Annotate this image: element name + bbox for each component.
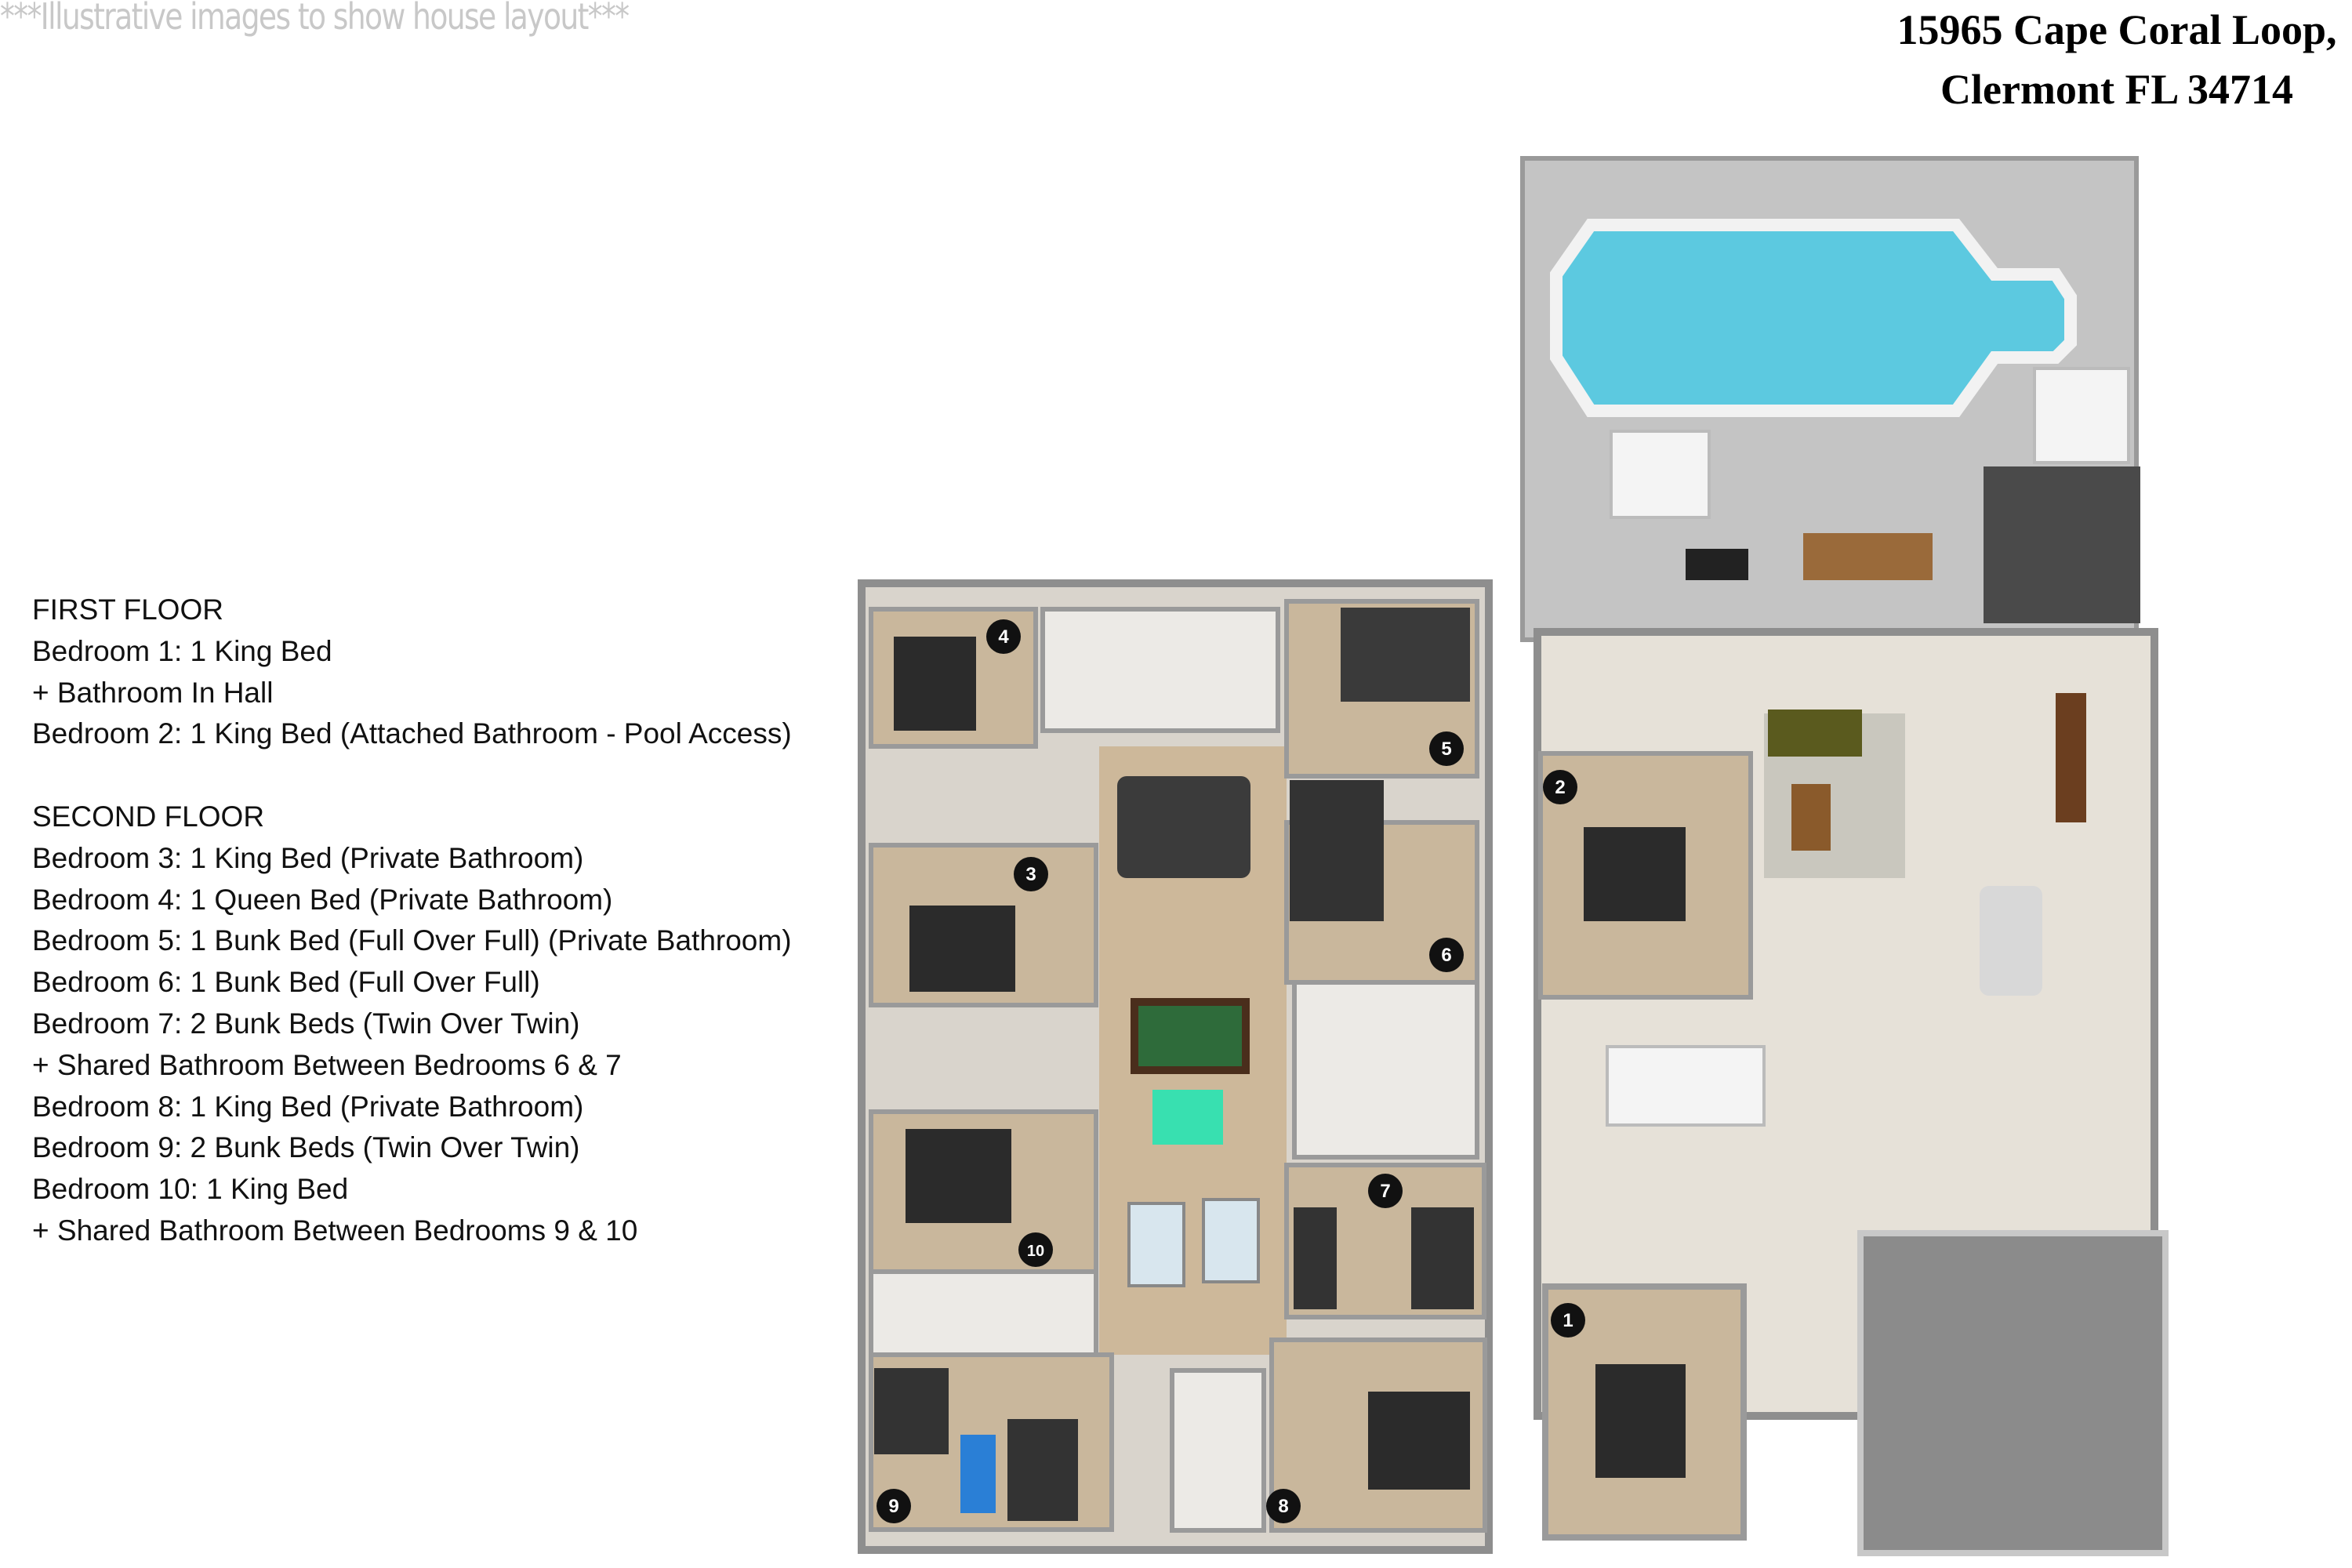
- bunk-bed: [874, 1368, 949, 1454]
- first-floor-plan: [1520, 156, 2174, 1556]
- air-hockey-table: [1202, 1198, 1260, 1283]
- bathroom-9-10: [869, 1269, 1098, 1358]
- svg-text:6: 6: [1441, 945, 1451, 966]
- bed: [1584, 827, 1686, 921]
- svg-text:4: 4: [998, 626, 1009, 648]
- legend-line: Bedroom 5: 1 Bunk Bed (Full Over Full) (…: [32, 924, 792, 957]
- svg-text:8: 8: [1278, 1496, 1288, 1517]
- svg-text:5: 5: [1441, 739, 1451, 760]
- marker-bedroom-9: 9: [877, 1489, 911, 1523]
- bed: [1368, 1392, 1470, 1490]
- marker-bedroom-1: 1: [1551, 1303, 1585, 1338]
- coffee-table: [1791, 784, 1831, 851]
- bathroom-6-7: [1292, 980, 1479, 1160]
- bathroom-top: [1040, 607, 1280, 733]
- marker-bedroom-10: 10: [1018, 1232, 1053, 1267]
- legend-line: Bedroom 7: 2 Bunk Beds (Twin Over Twin): [32, 1007, 580, 1040]
- address: 15965 Cape Coral Loop, Clermont FL 34714: [1882, 0, 2352, 119]
- legend-line: + Shared Bathroom Between Bedrooms 9 & 1…: [32, 1214, 638, 1247]
- disclaimer-text: ***Illustrative images to show house lay…: [0, 0, 630, 38]
- loungers: [1610, 430, 1711, 519]
- bunk-bed: [1411, 1207, 1474, 1309]
- room-markers: 1 2 3 4 5 6 7 8 9 10: [877, 619, 1585, 1523]
- bed: [909, 906, 1015, 992]
- second-floor-heading: SECOND FLOOR: [32, 800, 265, 833]
- air-hockey-table: [1127, 1202, 1185, 1287]
- legend-line: + Bathroom In Hall: [32, 676, 274, 709]
- svg-text:7: 7: [1380, 1181, 1390, 1202]
- outdoor-seating: [1984, 466, 2140, 623]
- seating: [1117, 776, 1250, 878]
- armchairs: [1768, 710, 1862, 757]
- legend-line: Bedroom 4: 1 Queen Bed (Private Bathroom…: [32, 883, 613, 916]
- marker-bedroom-3: 3: [1014, 857, 1048, 891]
- legend-line: Bedroom 2: 1 King Bed (Attached Bathroom…: [32, 717, 792, 750]
- bedroom-legend: FIRST FLOOR Bedroom 1: 1 King Bed + Bath…: [32, 590, 792, 1252]
- address-line-2: Clermont FL 34714: [1940, 66, 2293, 113]
- grill: [1686, 549, 1748, 580]
- pool: [1550, 219, 2077, 417]
- marker-bedroom-6: 6: [1429, 938, 1464, 972]
- outdoor-table: [1803, 533, 1933, 580]
- marker-bedroom-7: 7: [1368, 1174, 1403, 1208]
- first-floor-heading: FIRST FLOOR: [32, 593, 223, 626]
- legend-line: Bedroom 3: 1 King Bed (Private Bathroom): [32, 841, 584, 874]
- bed: [894, 637, 976, 731]
- bunk-bed: [1007, 1419, 1078, 1521]
- bed: [1595, 1364, 1686, 1478]
- legend-line: + Shared Bathroom Between Bedrooms 6 & 7: [32, 1048, 622, 1081]
- legend-line: Bedroom 9: 2 Bunk Beds (Twin Over Twin): [32, 1131, 580, 1164]
- bathroom-8: [1170, 1368, 1266, 1533]
- kitchen-island: [1980, 886, 2042, 996]
- legend-line: Bedroom 8: 1 King Bed (Private Bathroom): [32, 1090, 584, 1123]
- legend-line: Bedroom 10: 1 King Bed: [32, 1173, 349, 1206]
- foosball-table: [1152, 1090, 1223, 1145]
- pool-table: [1131, 998, 1250, 1074]
- stairs: [1606, 1045, 1766, 1127]
- svg-text:9: 9: [888, 1496, 898, 1517]
- dining-table: [2056, 693, 2086, 822]
- legend-line: Bedroom 1: 1 King Bed: [32, 634, 332, 667]
- marker-bedroom-4: 4: [986, 619, 1021, 654]
- loungers: [2033, 367, 2130, 464]
- address-line-1: 15965 Cape Coral Loop,: [1896, 6, 2337, 53]
- marker-bedroom-2: 2: [1543, 770, 1577, 804]
- bunk-bed: [1290, 780, 1384, 921]
- legend-line: Bedroom 6: 1 Bunk Bed (Full Over Full): [32, 966, 540, 999]
- marker-bedroom-5: 5: [1429, 731, 1464, 766]
- marker-bedroom-8: 8: [1266, 1489, 1301, 1523]
- svg-text:10: 10: [1027, 1243, 1044, 1260]
- bunk-bed: [1341, 608, 1470, 702]
- garage: [1857, 1230, 2169, 1556]
- rug: [960, 1435, 996, 1513]
- svg-text:2: 2: [1555, 777, 1565, 798]
- svg-text:3: 3: [1025, 864, 1036, 885]
- bed: [906, 1129, 1011, 1223]
- svg-text:1: 1: [1563, 1310, 1573, 1331]
- second-floor-plan: [858, 579, 1493, 1554]
- bunk-bed: [1294, 1207, 1337, 1309]
